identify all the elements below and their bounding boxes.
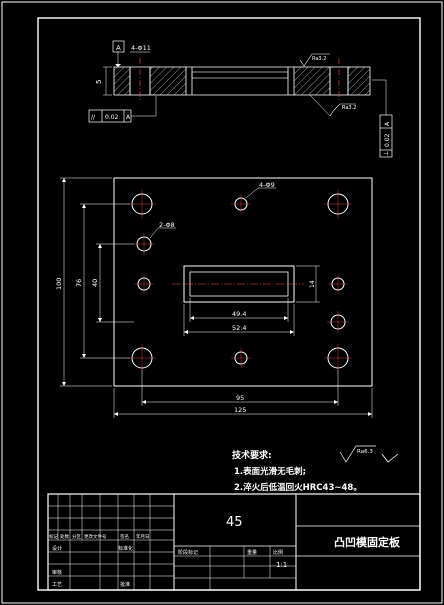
- dim-height-outer: 100: [55, 278, 63, 290]
- label-mark: 标记: [49, 533, 58, 540]
- label-zone: 分区: [72, 533, 81, 540]
- perp-symbol: ⊥: [383, 151, 390, 156]
- role-process: 工艺: [52, 582, 62, 588]
- role-approve: 批准: [120, 581, 130, 588]
- label-ratio: 比例: [273, 549, 283, 556]
- dim-slot-height: 14: [309, 280, 316, 288]
- roughness-top-right: Ra3.2: [312, 56, 326, 62]
- perp-value: 0.02: [384, 133, 391, 147]
- label-count: 处数: [60, 533, 69, 540]
- general-roughness: Ra6.3: [357, 449, 373, 455]
- ratio: 1:1: [276, 561, 287, 569]
- parallel-symbol: //: [91, 114, 96, 121]
- tech-title: 技术要求:: [232, 449, 272, 461]
- dim-width-total: 125: [234, 406, 246, 414]
- datum-box: [112, 40, 125, 53]
- tech-notes: 技术要求: 1.表面光滑无毛刺; 2.淬火后低温回火HRC43~48。 Ra6.…: [232, 445, 399, 493]
- thickness-dim: 5: [95, 80, 103, 84]
- parallel-datum: A: [126, 114, 131, 121]
- label-sign: 签名: [120, 533, 129, 540]
- role-standard: 标准化: [118, 545, 133, 552]
- tech-note-2: 2.淬火后低温回火HRC43~48。: [234, 482, 362, 493]
- plate-outline: [113, 177, 373, 387]
- top-hole-callout: 4-Φ11: [131, 44, 151, 52]
- callout-holes-4: 4-Φ9: [259, 181, 275, 189]
- label-weight: 重量: [247, 549, 257, 556]
- label-change-doc: 更改文件号: [84, 533, 107, 540]
- dim-slot-outer-w: 52.4: [232, 324, 246, 332]
- title-block: [47, 493, 421, 591]
- section-view: 5 4-Φ11 A Ra3.2 Ra3.2 // 0.02 A ⊥ 0.02 A: [88, 40, 393, 158]
- part-name: 凸凹模固定板: [334, 535, 401, 549]
- datum-label: A: [116, 44, 121, 52]
- dim-height-inner: 40: [91, 279, 99, 287]
- inner-frame: [37, 17, 421, 591]
- callout-holes-2: 2-Φ8: [159, 221, 175, 229]
- role-design: 设计: [52, 545, 62, 552]
- role-review: 审核: [52, 569, 62, 576]
- title-block-text: 45 凸凹模固定板 1:1 标记 处数 分区 更改文件号 签名 年月日 设计 标…: [49, 515, 401, 588]
- tech-note-1: 1.表面光滑无毛刺;: [234, 466, 306, 477]
- dim-height-mid: 76: [75, 279, 83, 287]
- parallel-value: 0.02: [105, 114, 119, 121]
- label-date: 年月日: [136, 533, 150, 540]
- plan-view: 4-Φ9 2-Φ8 100 76 40 14: [55, 177, 373, 418]
- dim-hole-span: 95: [236, 394, 244, 402]
- dim-slot-inner-w: 49.4: [232, 310, 246, 318]
- material: 45: [226, 515, 243, 530]
- roughness-right: Ra3.2: [342, 105, 356, 111]
- label-stage: 阶段标记: [178, 549, 198, 556]
- perp-datum: A: [384, 121, 391, 126]
